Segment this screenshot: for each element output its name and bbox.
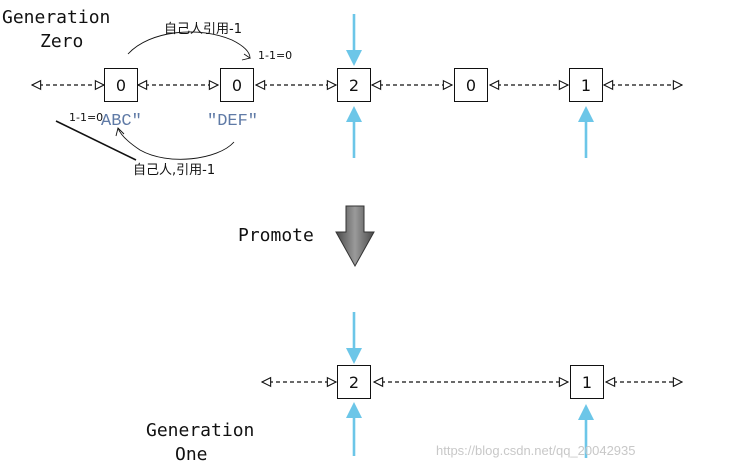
gen0-node-1-count: 0	[115, 75, 127, 95]
gen0-node-5-count: 1	[580, 75, 592, 95]
gen1-node-2: 1	[570, 365, 604, 399]
self-ref-arc-bottom	[117, 127, 235, 160]
self-ref-arc-top-tip	[241, 53, 252, 61]
gen0-node-4: 0	[454, 68, 488, 102]
self-ref-arc-top	[127, 31, 251, 59]
promote-arrow-icon	[335, 205, 375, 268]
self-ref-annotation-top: 自己人引用-1	[164, 22, 242, 37]
gen-zero-label-line1: Generation	[2, 7, 111, 28]
gen0-node-4-count: 0	[465, 75, 477, 95]
watermark: https://blog.csdn.net/qq_20042935	[436, 443, 636, 458]
gen1-node-2-count: 1	[581, 372, 593, 392]
gen0-node-3-count: 2	[348, 75, 360, 95]
gen-zero-label-line2: Zero	[40, 31, 84, 52]
gen0-node-3: 2	[337, 68, 371, 102]
gen-one-label-line1: Generation	[146, 420, 255, 441]
calc-annotation-top: 1-1=0	[258, 49, 293, 62]
string-def: "DEF"	[207, 112, 259, 131]
gen1-node-1-count: 2	[348, 372, 360, 392]
calc-annotation-bottom: 1-1=0	[69, 111, 104, 124]
gen1-node-1: 2	[337, 365, 371, 399]
gen0-node-2: 0	[220, 68, 254, 102]
self-ref-arc-bottom-tip	[115, 127, 125, 137]
promote-label: Promote	[238, 225, 314, 246]
gen0-node-5: 1	[569, 68, 603, 102]
string-abc: ABC"	[101, 112, 142, 131]
gen0-node-2-count: 0	[231, 75, 243, 95]
self-ref-annotation-bottom: 自己人,引用-1	[133, 163, 216, 178]
strike-line	[55, 120, 137, 161]
gen0-node-1: 0	[104, 68, 138, 102]
gen-one-label-line2: One	[175, 444, 208, 465]
